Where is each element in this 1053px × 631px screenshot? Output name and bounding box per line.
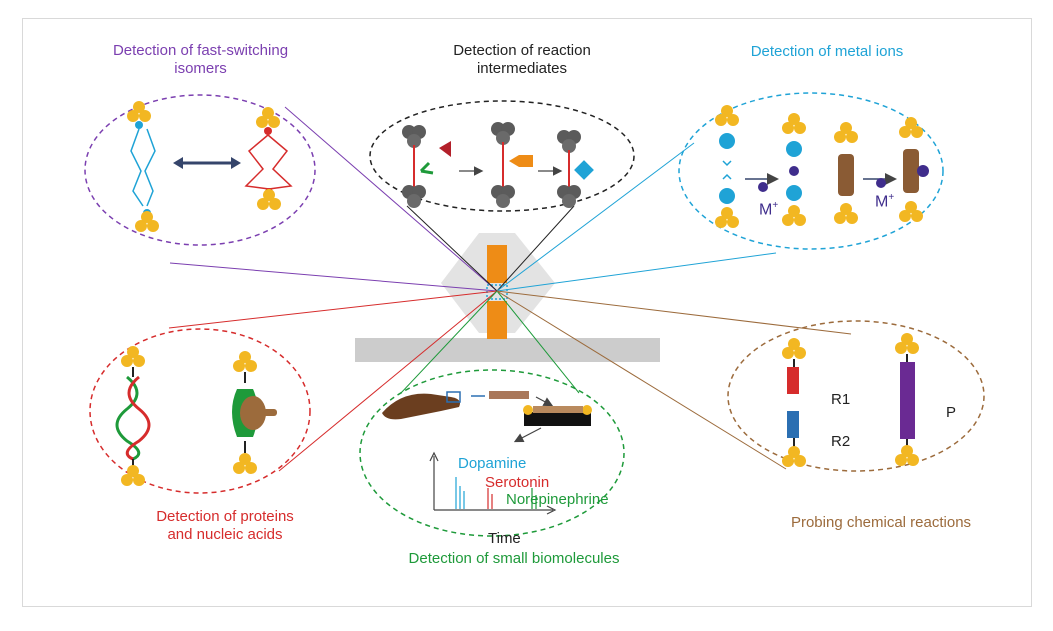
gold-cluster-icon	[899, 117, 923, 138]
intermediates-title: Detection of reaction intermediates	[403, 42, 641, 78]
fast-switching-title: Detection of fast-switching isomers	[83, 42, 318, 78]
gold-cluster-icon	[256, 107, 280, 128]
metal-ion-charge: +	[772, 200, 779, 211]
r2-label: R2	[831, 433, 851, 450]
fast-switching-title-line1: Detection of fast-switching	[112, 42, 289, 59]
gold-cluster-icon	[121, 465, 145, 486]
biomolecules-title: Detection of small biomolecules	[408, 550, 620, 567]
reactions-title: Probing chemical reactions	[790, 514, 972, 531]
gold-cluster-icon	[782, 338, 806, 359]
metal-ion-icon	[876, 178, 886, 188]
red-reactant-icon	[439, 141, 451, 157]
gold-cluster-icon	[782, 205, 806, 226]
blue-product-icon	[574, 160, 594, 180]
gold-cluster-icon	[895, 333, 919, 354]
metal-ions-title: Detection of metal ions	[750, 43, 904, 60]
metal-ion-label-2: M+	[875, 189, 894, 211]
proteins-title-line1: Detection of proteins	[156, 508, 294, 525]
gold-cluster-icon	[135, 211, 159, 232]
gold-cluster-icon	[127, 101, 151, 122]
metal-ion-symbol: M	[759, 201, 773, 219]
gold-cluster-icon	[121, 346, 145, 367]
grey-cluster-icon	[402, 185, 426, 208]
grey-cluster-icon	[402, 125, 426, 148]
intermediate-icon	[509, 155, 533, 167]
gold-cluster-icon	[715, 207, 739, 228]
connector-lines	[168, 106, 852, 472]
panel-biomolecules	[359, 369, 625, 537]
panel-proteins-ellipse	[89, 328, 311, 494]
panel-fast-switching	[84, 94, 316, 246]
gold-cluster-icon	[895, 445, 919, 466]
y-receptor-icon	[419, 161, 434, 175]
panel-reactions	[727, 320, 985, 472]
gold-cluster-icon	[233, 351, 257, 372]
metal-ion-symbol: M	[875, 193, 889, 211]
gold-cluster-icon	[834, 203, 858, 224]
proteins-title-line2: and nucleic acids	[167, 526, 283, 543]
dna-strand-green	[115, 375, 141, 461]
blue-isomer-chain	[130, 128, 144, 207]
figure-canvas	[84, 92, 985, 537]
gold-cluster-icon	[782, 446, 806, 467]
grey-cluster-icon	[491, 122, 515, 145]
electrode-block	[524, 412, 591, 426]
panel-intermediates-ellipse	[369, 100, 635, 212]
grey-cluster-icon	[491, 185, 515, 208]
gold-cluster-icon	[715, 105, 739, 126]
rat-icon	[382, 393, 460, 420]
product-label: P	[946, 404, 957, 421]
metal-ion-icon	[758, 182, 768, 192]
gold-cluster-icon	[257, 189, 281, 210]
metal-ion-charge: +	[888, 192, 895, 203]
panel-proteins	[89, 328, 311, 494]
protein-icon	[240, 396, 266, 430]
fast-switching-title-line2: isomers	[174, 60, 227, 77]
serotonin-label: Serotonin	[485, 474, 550, 491]
panel-biomolecules-ellipse	[359, 369, 625, 537]
intermediates-title-line1: Detection of reaction	[453, 42, 591, 59]
gold-cluster-icon	[899, 201, 923, 222]
lower-electrode	[487, 301, 507, 339]
device-substrate	[355, 338, 660, 362]
product-p	[900, 362, 915, 439]
gold-cluster-icon	[834, 122, 858, 143]
red-isomer-chain	[244, 134, 270, 190]
proteins-title: Detection of proteins and nucleic acids	[105, 508, 345, 544]
gold-cluster-icon	[782, 113, 806, 134]
time-axis-label: Time	[488, 530, 521, 547]
panel-intermediates	[369, 100, 635, 212]
gold-cluster-icon	[233, 453, 257, 474]
metal-ion-label-1: M+	[759, 197, 778, 219]
r1-label: R1	[831, 391, 851, 408]
dopamine-label: Dopamine	[458, 455, 527, 472]
reactant-r2	[787, 411, 799, 438]
figure-frame: Detection of fast-switching isomers Dete…	[22, 18, 1032, 607]
panel-fast-switching-ellipse	[84, 94, 316, 246]
reactant-r1	[787, 367, 799, 394]
probe-wire	[489, 391, 529, 399]
intermediates-title-line2: intermediates	[476, 60, 568, 77]
panel-metal-ions-ellipse	[678, 92, 944, 250]
upper-electrode	[487, 245, 507, 283]
norepinephrine-label: Norepinephrine	[506, 491, 609, 508]
panel-reactions-ellipse	[727, 320, 985, 472]
dna-strand-red	[125, 375, 151, 461]
grey-cluster-icon	[557, 130, 581, 153]
panel-metal-ions	[678, 92, 944, 250]
brown-host-icon	[838, 154, 854, 196]
